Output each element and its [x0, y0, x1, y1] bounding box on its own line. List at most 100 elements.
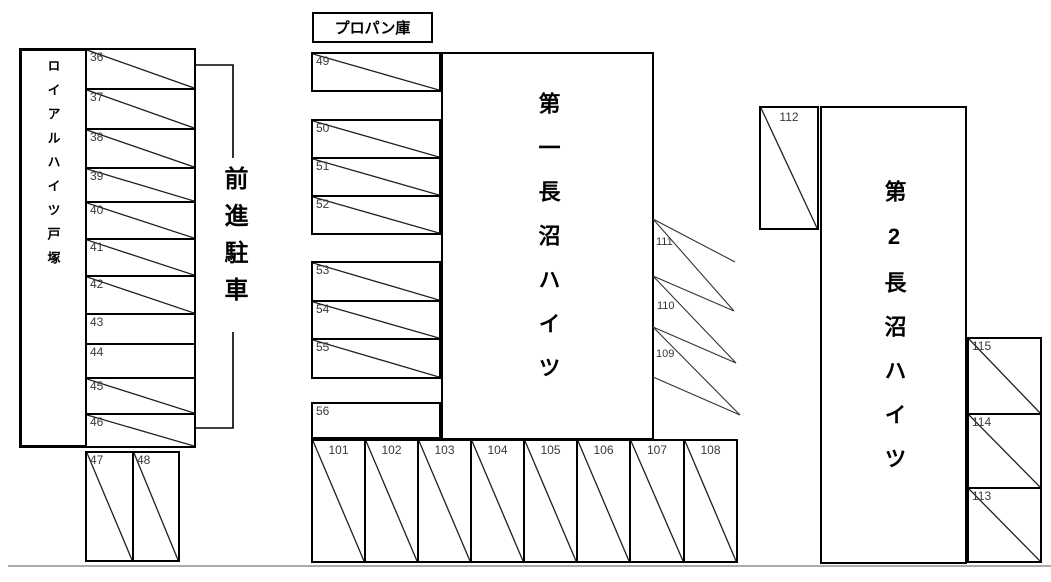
left-building-name-column: ロイアルハイツ戸塚	[22, 51, 84, 445]
left-building-name: ロイアルハイツ戸塚	[45, 59, 61, 275]
diagonal-line	[313, 159, 439, 195]
diagonal-line	[87, 50, 194, 88]
parking-space-52: 52	[311, 195, 441, 235]
diagonal-line	[87, 415, 194, 446]
forward-parking-label: 前進駐車	[220, 166, 247, 314]
diagonal-line	[313, 340, 439, 377]
parking-space-41: 41	[85, 238, 196, 277]
parking-space-44: 44	[85, 343, 196, 379]
parking-space-102: 102	[364, 439, 419, 563]
diagonal-line	[313, 121, 439, 157]
diagonal-line	[631, 441, 683, 561]
space-number: 102	[381, 443, 402, 457]
space-number: 104	[487, 443, 508, 457]
parking-space-50: 50	[311, 119, 441, 159]
space-number: 47	[90, 453, 104, 467]
parking-space-115: 115	[967, 337, 1042, 415]
second-building-outline: 第2長沼ハイツ	[820, 106, 967, 564]
parking-space-103: 103	[417, 439, 472, 563]
parking-space-43: 43	[85, 313, 196, 345]
space-number: 107	[646, 443, 668, 457]
diagonal-line	[685, 441, 736, 561]
diagonal-line	[761, 108, 817, 228]
space-number: 45	[90, 379, 104, 393]
space-number: 56	[316, 404, 330, 418]
parking-space-114: 114	[967, 413, 1042, 489]
space-number: 115	[972, 339, 992, 353]
space-number-111: 111	[656, 236, 673, 248]
parking-space-51: 51	[311, 157, 441, 197]
parking-space-106: 106	[576, 439, 631, 563]
parking-space-53: 53	[311, 261, 441, 302]
parking-space-101: 101	[311, 439, 366, 563]
space-number: 39	[90, 169, 104, 183]
diagonal-line	[87, 90, 194, 128]
diagonal-line	[472, 441, 523, 561]
space-number: 105	[540, 443, 561, 457]
space-number: 49	[316, 54, 330, 68]
propane-storage-label: プロパン庫	[334, 20, 411, 37]
forward-parking-bracket-top	[196, 64, 234, 158]
parking-space-112: 112	[759, 106, 819, 230]
space-number: 113	[972, 489, 992, 503]
space-number: 40	[90, 203, 104, 217]
space-number: 54	[316, 302, 330, 316]
diagonal-line	[578, 441, 629, 561]
parking-space-47: 47	[85, 451, 134, 562]
parking-space-105: 105	[523, 439, 578, 563]
space-number: 50	[316, 121, 330, 135]
parking-space-55: 55	[311, 338, 441, 379]
forward-parking-bracket-bottom	[196, 332, 234, 429]
space-number: 112	[779, 110, 799, 124]
space-number-110: 110	[657, 300, 675, 312]
diagonal-line	[313, 54, 439, 90]
diagonal-line	[87, 240, 194, 275]
diagonal-line	[313, 441, 364, 561]
second-building-name: 第2長沼ハイツ	[881, 179, 907, 491]
parking-space-37: 37	[85, 88, 196, 130]
parking-space-38: 38	[85, 128, 196, 169]
space-number: 48	[137, 453, 151, 467]
parking-space-40: 40	[85, 201, 196, 240]
diagonal-line	[313, 263, 439, 300]
diagonal-line	[525, 441, 576, 561]
diagonal-line	[969, 489, 1040, 561]
diagonal-line	[87, 203, 194, 238]
space-number: 42	[90, 277, 104, 291]
diagonal-line	[313, 302, 439, 338]
propane-storage-box: プロパン庫	[312, 12, 433, 43]
diagonal-line	[969, 415, 1040, 487]
road-boundary-line	[8, 565, 1051, 567]
parking-space-54: 54	[311, 300, 441, 340]
diagonal-line	[969, 339, 1040, 413]
first-building-outline: 第一長沼ハイツ	[441, 52, 654, 440]
angled-spaces-lines	[652, 218, 741, 416]
diagonal-line	[313, 197, 439, 233]
diagonal-line	[366, 441, 417, 561]
space-number: 55	[316, 340, 330, 354]
diagonal-line	[87, 379, 194, 413]
parking-space-42: 42	[85, 275, 196, 315]
space-number: 114	[972, 415, 992, 429]
parking-space-107: 107	[629, 439, 685, 563]
space-number: 53	[316, 263, 330, 277]
space-number: 37	[90, 90, 104, 104]
space-number: 103	[434, 443, 455, 457]
diagonal-line	[87, 453, 132, 560]
space-number: 101	[328, 443, 349, 457]
space-number: 44	[90, 345, 104, 359]
parking-space-39: 39	[85, 167, 196, 203]
diagonal-line	[87, 130, 194, 167]
parking-space-104: 104	[470, 439, 525, 563]
space-number-109: 109	[656, 348, 675, 360]
parking-space-108: 108	[683, 439, 738, 563]
parking-space-36: 36	[85, 48, 196, 90]
parking-space-46: 46	[85, 413, 196, 448]
space-number: 38	[90, 130, 104, 144]
parking-space-113: 113	[967, 487, 1042, 563]
parking-space-45: 45	[85, 377, 196, 415]
space-number: 52	[316, 197, 330, 211]
space-number: 36	[90, 50, 104, 64]
space-number: 106	[593, 443, 614, 457]
